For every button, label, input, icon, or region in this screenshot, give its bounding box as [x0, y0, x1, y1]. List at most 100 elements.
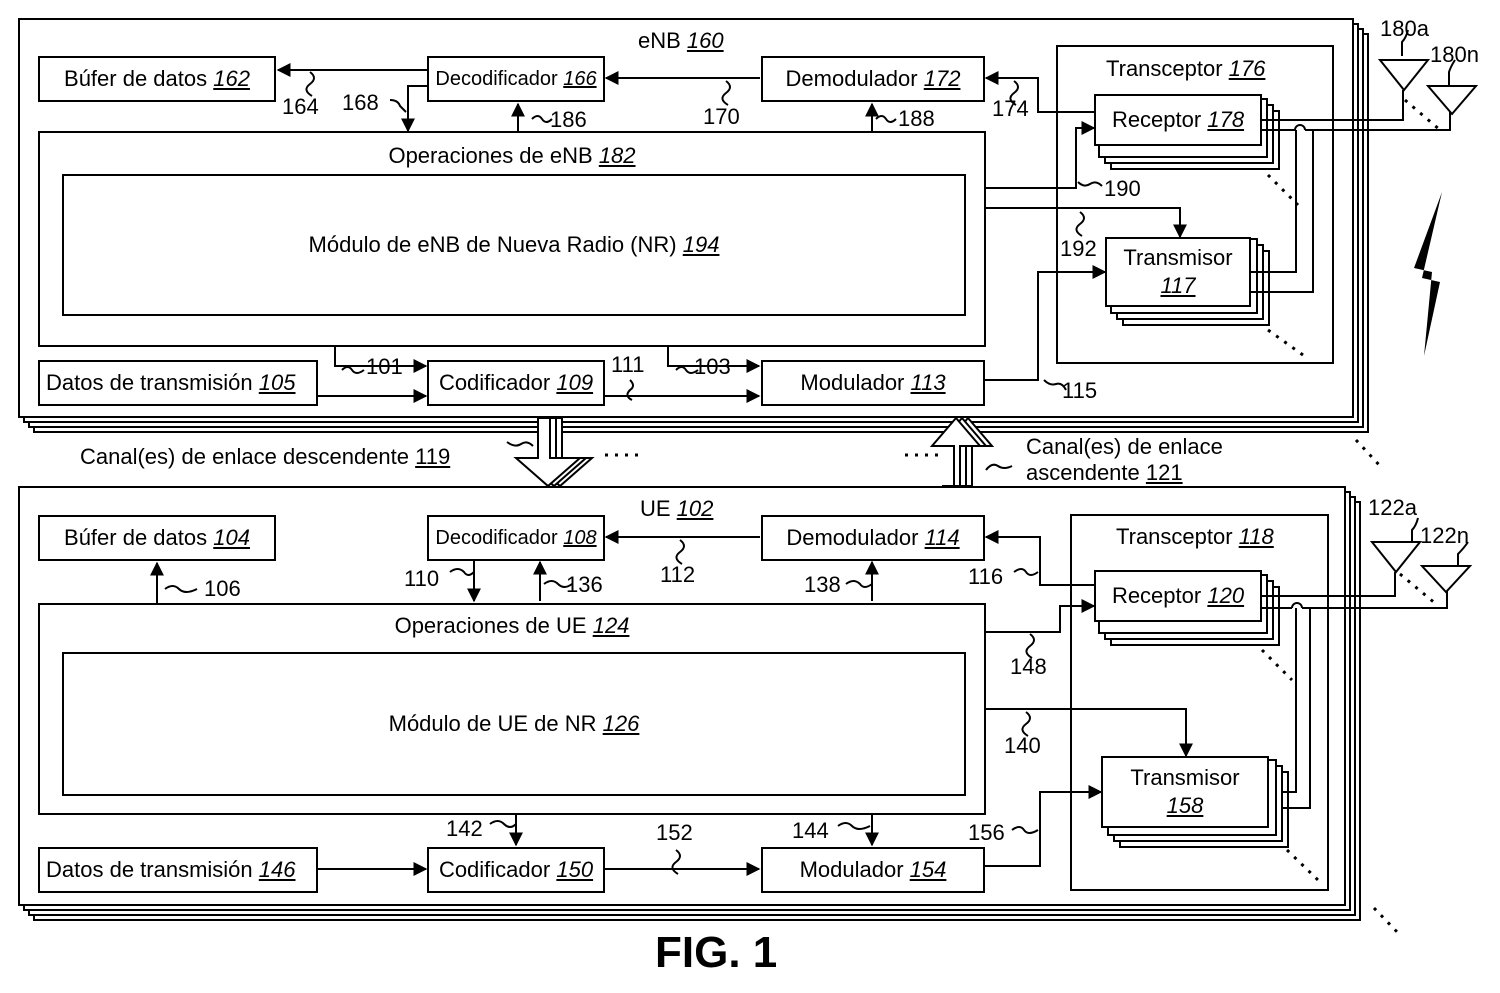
enb-title-num: 160 [687, 28, 724, 53]
ue-tx-data-label: Datos de transmisión [46, 857, 253, 883]
ref-192: 192 [1060, 236, 1097, 262]
ref-115: 115 [1062, 378, 1097, 404]
uplink-channel-line2: ascendente 121 [1026, 460, 1183, 486]
ref-164: 164 [282, 94, 319, 120]
ue-demodulator-num: 114 [925, 525, 960, 551]
ref-186: 186 [550, 107, 587, 133]
ue-title-num: 102 [677, 496, 714, 521]
ue-nr-module-label: Módulo de UE de NR [389, 711, 597, 737]
enb-decoder-label: Decodificador [435, 68, 557, 91]
ue-nr-module-num: 126 [603, 711, 640, 737]
enb-antenna-n-ref: 180n [1430, 42, 1479, 68]
ue-nr-module: Módulo de UE de NR 126 [62, 652, 966, 796]
wireless-link-bolt [1414, 192, 1442, 356]
enb-data-buffer-num: 162 [213, 66, 250, 92]
ref-138: 138 [804, 572, 841, 598]
enb-tx-data: Datos de transmisión 105 [38, 360, 318, 406]
ue-transmitter-num: 158 [1167, 792, 1204, 820]
uplink-channel-num: 121 [1146, 460, 1183, 485]
ue-tx-data-num: 146 [259, 857, 296, 883]
ref-110: 110 [404, 566, 439, 592]
ue-encoder: Codificador 150 [427, 847, 605, 893]
ref-106: 106 [204, 576, 241, 602]
enb-antenna-a-ref: 180a [1380, 16, 1429, 42]
enb-demodulator-label: Demodulador [786, 66, 918, 92]
ref-188: 188 [898, 106, 935, 132]
ref-136: 136 [566, 572, 603, 598]
ue-data-buffer: Búfer de datos 104 [38, 515, 276, 561]
enb-operations-label: Operaciones de eNB [388, 143, 592, 169]
ue-data-buffer-label: Búfer de datos [64, 525, 207, 551]
ue-receiver-label: Receptor [1112, 583, 1201, 609]
enb-modulator-num: 113 [911, 370, 946, 396]
ref-103: 103 [694, 354, 731, 380]
figure-label: FIG. 1 [655, 928, 777, 978]
enb-demodulator-num: 172 [924, 66, 961, 92]
ue-demodulator: Demodulador 114 [761, 515, 985, 561]
ue-transceiver-text: Transceptor [1116, 524, 1233, 549]
ue-transceiver-label: Transceptor 118 [1116, 524, 1274, 550]
ref-140: 140 [1004, 733, 1041, 759]
ue-modulator-num: 154 [910, 857, 947, 883]
ref-148: 148 [1010, 654, 1047, 680]
enb-tx-data-label: Datos de transmisión [46, 370, 253, 396]
enb-transmitter: Transmisor117 [1105, 237, 1251, 307]
enb-operations-num: 182 [599, 143, 636, 169]
enb-data-buffer-label: Búfer de datos [64, 66, 207, 92]
enb-nr-module-num: 194 [683, 232, 720, 258]
ue-decoder-label: Decodificador [435, 527, 557, 550]
enb-modulator: Modulador 113 [761, 360, 985, 406]
ref-174: 174 [992, 96, 1029, 122]
ref-112: 112 [660, 562, 695, 588]
ue-demodulator-label: Demodulador [786, 525, 918, 551]
ref-156: 156 [968, 820, 1005, 846]
enb-transmitter-num: 117 [1160, 272, 1195, 300]
ref-190: 190 [1104, 176, 1141, 202]
ue-receiver-num: 120 [1207, 583, 1244, 609]
enb-encoder-label: Codificador [439, 370, 550, 396]
ref-170: 170 [703, 104, 740, 130]
enb-transceiver-label: Transceptor 176 [1106, 56, 1265, 82]
enb-tx-data-num: 105 [259, 370, 296, 396]
ue-transceiver-num: 118 [1239, 524, 1274, 549]
enb-nr-module: Módulo de eNB de Nueva Radio (NR) 194 [62, 174, 966, 316]
ue-decoder-num: 108 [563, 527, 596, 550]
enb-data-buffer: Búfer de datos 162 [38, 56, 276, 102]
downlink-channel-label: Canal(es) de enlace descendente 119 [80, 444, 450, 470]
enb-receiver: Receptor 178 [1094, 94, 1262, 146]
ue-antenna-a-ref: 122a [1368, 495, 1417, 521]
enb-modulator-label: Modulador [800, 370, 904, 396]
enb-transmitter-label: Transmisor [1123, 244, 1232, 272]
enb-encoder: Codificador 109 [427, 360, 605, 406]
downlink-channel-num: 119 [415, 444, 450, 469]
ue-title: UE 102 [640, 496, 713, 522]
ref-142: 142 [446, 816, 483, 842]
uplink-channel-text: ascendente [1026, 460, 1140, 485]
ue-modulator: Modulador 154 [761, 847, 985, 893]
downlink-channel-text: Canal(es) de enlace descendente [80, 444, 409, 469]
enb-title: eNB 160 [638, 28, 724, 54]
enb-transceiver-text: Transceptor [1106, 56, 1223, 81]
ref-152: 152 [656, 820, 693, 846]
ref-101: 101 [366, 354, 403, 380]
ue-data-buffer-num: 104 [213, 525, 250, 551]
ue-encoder-label: Codificador [439, 857, 550, 883]
ue-modulator-label: Modulador [800, 857, 904, 883]
enb-encoder-num: 109 [556, 370, 593, 396]
enb-receiver-label: Receptor [1112, 107, 1201, 133]
ue-decoder: Decodificador 108 [427, 515, 605, 561]
ue-antenna-n-ref: 122n [1420, 523, 1469, 549]
ue-transmitter: Transmisor158 [1101, 756, 1269, 828]
ref-168: 168 [342, 90, 379, 116]
enb-receiver-num: 178 [1207, 107, 1244, 133]
uplink-channel-line1: Canal(es) de enlace [1026, 434, 1223, 460]
ue-tx-data: Datos de transmisión 146 [38, 847, 318, 893]
ref-116: 116 [968, 564, 1003, 590]
enb-decoder: Decodificador 166 [427, 56, 605, 102]
enb-decoder-num: 166 [563, 68, 596, 91]
ue-transmitter-label: Transmisor [1130, 764, 1239, 792]
enb-nr-module-label: Módulo de eNB de Nueva Radio (NR) [309, 232, 677, 258]
ue-encoder-num: 150 [556, 857, 593, 883]
enb-demodulator: Demodulador 172 [761, 56, 985, 102]
